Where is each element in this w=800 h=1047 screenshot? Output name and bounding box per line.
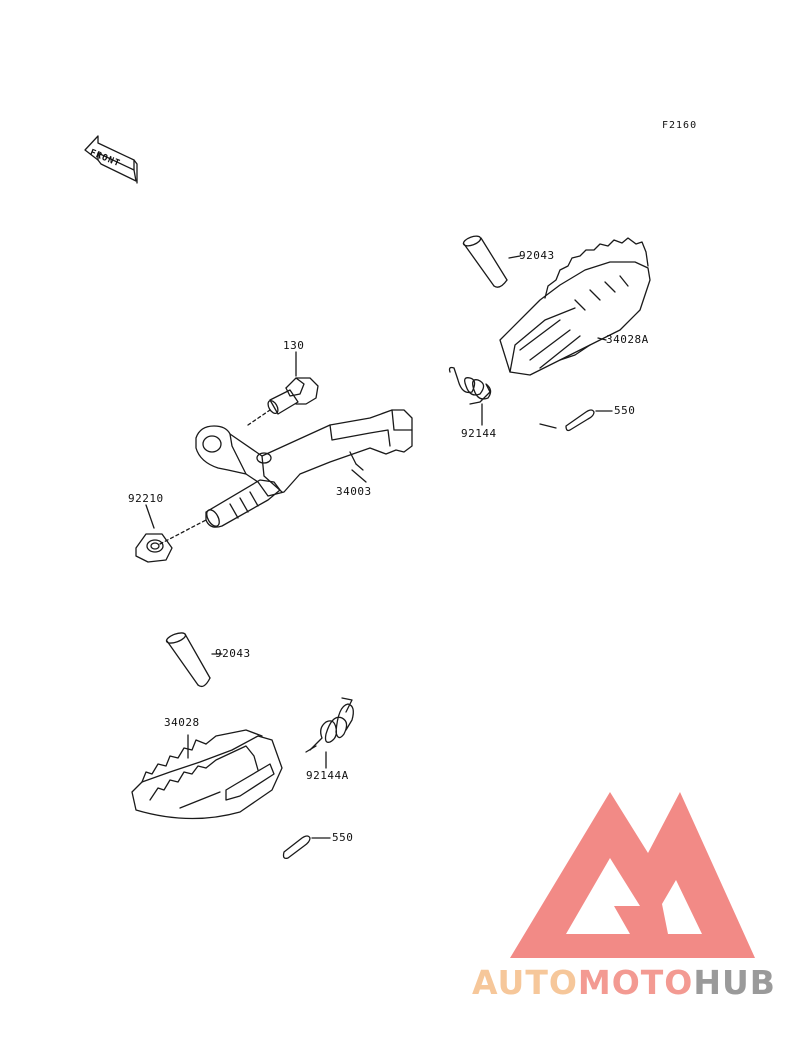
- part-label-92043-bottom: 92043: [215, 647, 251, 660]
- footpeg-34028A-top: [499, 237, 651, 376]
- part-label-92210: 92210: [128, 492, 164, 505]
- bolt-130: [247, 351, 319, 426]
- watermark-text: AUTOMOTOHUB: [472, 965, 776, 1001]
- spring-92144A: [305, 697, 354, 769]
- part-label-550-bottom: 550: [332, 831, 354, 844]
- pivot-shaft: [159, 479, 281, 545]
- part-label-34028A: 34028A: [606, 333, 649, 346]
- watermark-moto: MOTO: [577, 963, 694, 1002]
- watermark-logo-icon: [510, 792, 755, 958]
- figure-reference-code: F2160: [662, 120, 698, 131]
- watermark-hub: HUB: [693, 963, 776, 1002]
- part-label-34003: 34003: [336, 485, 372, 498]
- watermark-auto: AUTO: [472, 963, 578, 1002]
- pin-92043-top: [462, 235, 521, 288]
- brake-pedal-34003: [195, 409, 413, 497]
- front-arrow-icon: [84, 135, 138, 184]
- spring-92144: [448, 366, 492, 426]
- part-label-92043-top: 92043: [519, 249, 555, 262]
- part-label-34028: 34028: [164, 716, 200, 729]
- footpeg-34028-bottom: [131, 729, 283, 820]
- cotter-pin-550-top: [565, 409, 613, 432]
- part-label-550-top: 550: [614, 404, 636, 417]
- cotter-pin-550-bottom: [282, 835, 331, 860]
- part-label-92144A: 92144A: [306, 769, 349, 782]
- part-label-92144: 92144: [461, 427, 497, 440]
- part-label-130: 130: [283, 339, 305, 352]
- pin-92043-bottom: [165, 632, 223, 688]
- leader-lines: [351, 423, 557, 483]
- nut-92210: [135, 504, 173, 563]
